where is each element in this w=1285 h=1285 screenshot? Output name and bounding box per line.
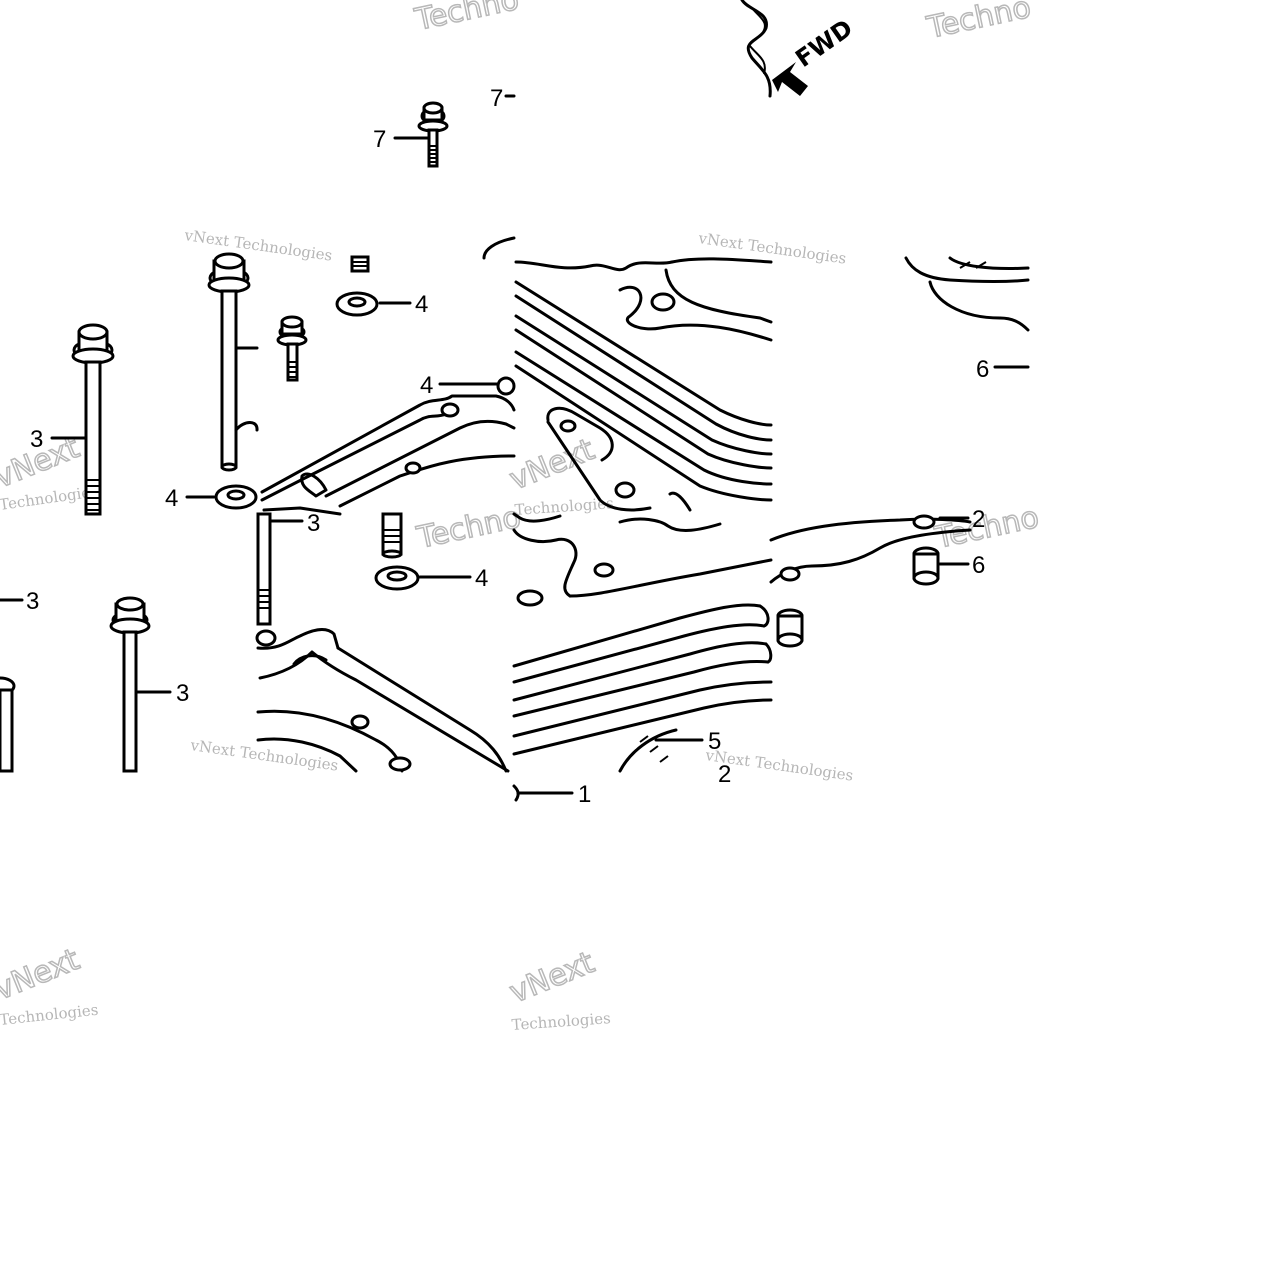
watermark-vnext-tech-3: vNext Technologies bbox=[188, 736, 339, 775]
callout-4b: 4 bbox=[415, 291, 428, 318]
cylinder-body-lower: 5 2 bbox=[512, 512, 773, 788]
callout-6a: 6 bbox=[976, 356, 989, 383]
cylinder-gasket-upper bbox=[260, 236, 516, 516]
part-4-callout-right: 4 bbox=[420, 372, 516, 399]
callout-5: 5 bbox=[708, 728, 721, 755]
watermark-technologies-bottom-left: Technologies bbox=[0, 1001, 99, 1029]
watermark-vnext-bottom-mid: vNext bbox=[505, 945, 600, 1010]
watermark-technologies-bottom-mid: Technologies bbox=[511, 1009, 611, 1034]
cylinder-gasket-lower bbox=[255, 628, 510, 773]
watermark-techno-right: Techno bbox=[931, 500, 1042, 556]
cylinder-body-upper bbox=[514, 257, 773, 512]
part-3-bolt-edge: 3 bbox=[256, 510, 320, 626]
part-7-short-bolt bbox=[276, 315, 308, 382]
callout-7b: 7 bbox=[490, 85, 503, 112]
part-1-callout: 1 bbox=[512, 781, 591, 808]
cylinder-head-edge bbox=[740, 0, 772, 98]
fin-detail bbox=[749, 7, 766, 75]
crankcase-lower-right: 2 bbox=[769, 506, 985, 584]
callout-3b: 3 bbox=[26, 588, 39, 615]
part-4-washer-center: 4 bbox=[335, 291, 428, 318]
part-3-bolt-lower-left bbox=[0, 676, 16, 773]
stud-top-center bbox=[350, 255, 370, 273]
part-4-washer-lower: 4 bbox=[374, 565, 488, 592]
arrow-icon bbox=[772, 62, 808, 96]
watermark-techno-top-right: Techno bbox=[923, 0, 1034, 46]
watermark-vnext-bottom-left: vNext bbox=[0, 942, 84, 1007]
part-3-long-bolt-center bbox=[207, 252, 259, 472]
callout-7a: 7 bbox=[373, 126, 386, 153]
callout-1: 1 bbox=[578, 781, 591, 808]
part-6-dowel-pin-left bbox=[776, 608, 804, 648]
callout-2a: 2 bbox=[718, 761, 731, 788]
part-4-washer-left: 4 bbox=[165, 484, 258, 512]
callout-4c: 4 bbox=[420, 372, 433, 399]
watermark-techno-top: Techno bbox=[411, 0, 522, 38]
callout-3d: 3 bbox=[307, 510, 320, 537]
part-6-dowel-pin-right: 6 bbox=[912, 546, 985, 586]
part-7-bolt-top: 7 bbox=[373, 101, 449, 168]
part-3-long-bolt-left: 3 bbox=[30, 323, 115, 516]
part-3-callout-left: 3 bbox=[0, 588, 39, 615]
callout-2b: 2 bbox=[972, 506, 985, 533]
callout-3a: 3 bbox=[30, 426, 43, 453]
crankcase-upper-right: 6 bbox=[904, 256, 1030, 383]
callout-6b: 6 bbox=[972, 552, 985, 579]
forward-direction-indicator: FWD bbox=[740, 0, 858, 98]
watermark-vnext-mid: vNext bbox=[505, 432, 600, 497]
watermark-vnext-tech-1: vNext Technologies bbox=[182, 226, 333, 265]
callout-7-top-right: 7 bbox=[490, 85, 516, 112]
stud-center-lower bbox=[381, 512, 403, 559]
watermark-techno-center: Techno bbox=[413, 500, 524, 556]
callout-4d: 4 bbox=[475, 565, 488, 592]
fwd-label: FWD bbox=[790, 14, 858, 73]
part-3-bolt-lower-center: 3 bbox=[109, 596, 189, 773]
callout-4a: 4 bbox=[165, 485, 178, 512]
callout-3c: 3 bbox=[176, 680, 189, 707]
